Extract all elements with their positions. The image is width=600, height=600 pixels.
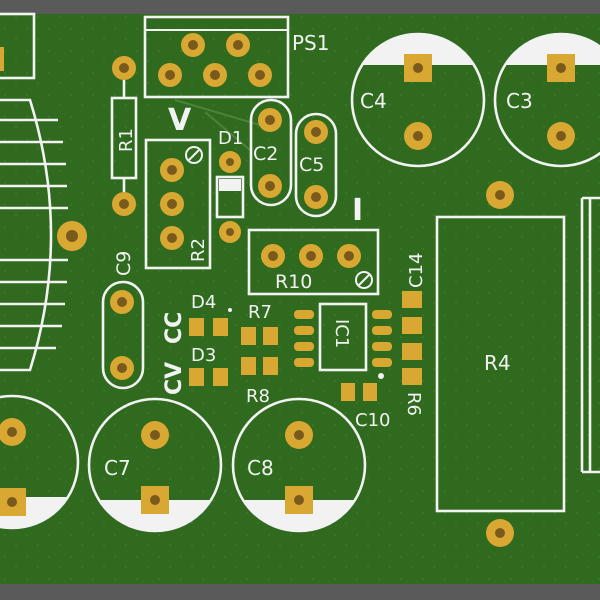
label-c10: C10 — [355, 410, 390, 431]
ic1-chip — [294, 302, 392, 379]
label-r4: R4 — [484, 351, 511, 375]
label-d3: D3 — [191, 345, 216, 366]
label-v: V — [168, 103, 192, 138]
label-c5: C5 — [299, 154, 324, 176]
r6-smd — [402, 343, 422, 385]
c3-capacitor — [493, 32, 600, 168]
label-d1: D1 — [218, 128, 243, 149]
label-cc: CC — [162, 312, 187, 344]
c8-capacitor — [231, 397, 367, 533]
label-c7: C7 — [104, 456, 131, 480]
d3-led — [189, 368, 228, 386]
label-c2: C2 — [253, 143, 278, 165]
label-ic1: IC1 — [331, 319, 352, 348]
label-r6: R6 — [403, 392, 424, 416]
r7-smd — [241, 327, 278, 345]
label-i: I — [352, 193, 363, 228]
d4-led — [189, 318, 228, 336]
label-c9: C9 — [113, 251, 135, 276]
c7-capacitor — [87, 397, 223, 533]
connector-top-left — [0, 12, 36, 80]
r4-power-resistor — [435, 181, 566, 547]
label-ps1: PS1 — [292, 31, 329, 55]
label-c8: C8 — [247, 456, 274, 480]
label-r8: R8 — [246, 386, 270, 407]
c9-capacitor — [101, 280, 145, 390]
heatsink — [0, 98, 87, 372]
right-edge-outline — [580, 196, 600, 474]
label-cv: CV — [162, 362, 187, 395]
label-c4: C4 — [360, 89, 387, 113]
label-d4: D4 — [191, 292, 216, 313]
label-r7: R7 — [248, 302, 272, 323]
c10-smd — [341, 383, 377, 401]
capacitor-bottom-left — [0, 394, 80, 530]
r10-trimmer — [247, 228, 380, 296]
trace-faint — [174, 99, 261, 151]
label-c3: C3 — [506, 89, 533, 113]
c5-capacitor — [294, 112, 338, 218]
c2-capacitor — [249, 98, 293, 207]
r8-smd — [241, 357, 278, 375]
label-r1: R1 — [116, 128, 137, 152]
label-r2: R2 — [188, 238, 209, 262]
r1-resistor — [110, 56, 138, 216]
c4-capacitor — [350, 32, 486, 168]
c14-smd — [402, 291, 422, 334]
ps1-footprint — [143, 15, 290, 99]
label-c14: C14 — [406, 253, 427, 288]
label-r10: R10 — [275, 271, 312, 293]
d1-diode — [215, 151, 245, 243]
r2-trimmer — [144, 138, 212, 270]
